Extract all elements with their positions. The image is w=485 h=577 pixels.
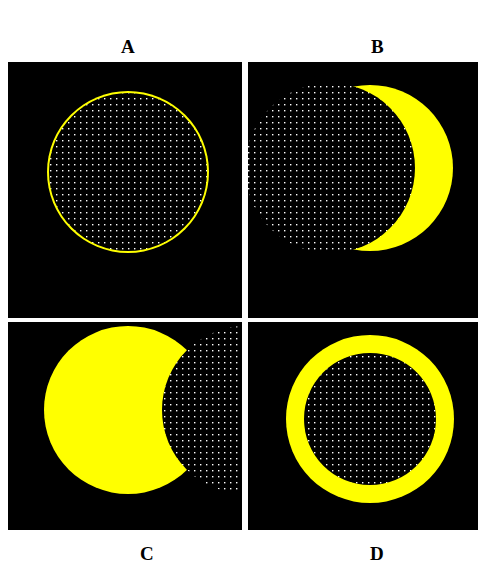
panel-letter: B [371, 37, 384, 56]
panel-ground [8, 62, 242, 318]
panel-letter: C [140, 544, 154, 563]
panel-ground [248, 322, 478, 530]
partial-eclipse [44, 326, 242, 494]
total-eclipse [47, 91, 209, 253]
partial-eclipse [248, 83, 453, 253]
panel-letter: A [121, 37, 135, 56]
annular-eclipse [286, 335, 454, 503]
panel-letter: D [370, 544, 384, 563]
